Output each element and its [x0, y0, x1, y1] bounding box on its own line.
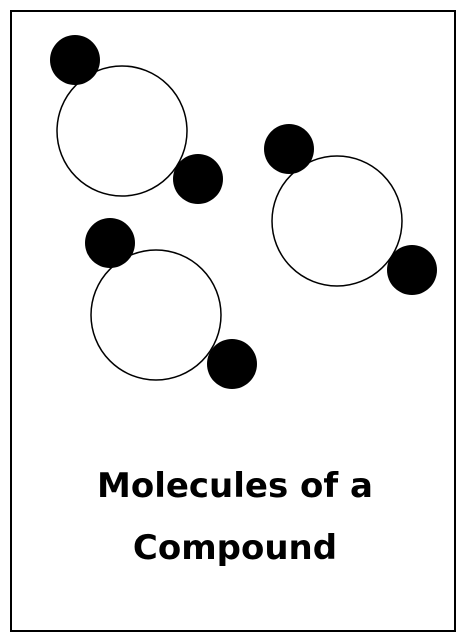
molecules-diagram [50, 35, 437, 389]
molecule-1 [50, 35, 223, 204]
molecule-2 [264, 124, 437, 295]
molecule-3 [85, 218, 257, 389]
small-atom [50, 35, 100, 85]
small-atom [207, 339, 257, 389]
small-atom [173, 154, 223, 204]
small-atom [85, 218, 135, 268]
diagram-caption: Molecules of a Compound [12, 455, 458, 579]
caption-line-2: Compound [132, 528, 338, 568]
small-atom [264, 124, 314, 174]
large-atom [90, 249, 222, 381]
large-atom [56, 65, 188, 197]
caption-line-1: Molecules of a [97, 466, 373, 506]
small-atom [387, 245, 437, 295]
large-atom [271, 155, 403, 287]
